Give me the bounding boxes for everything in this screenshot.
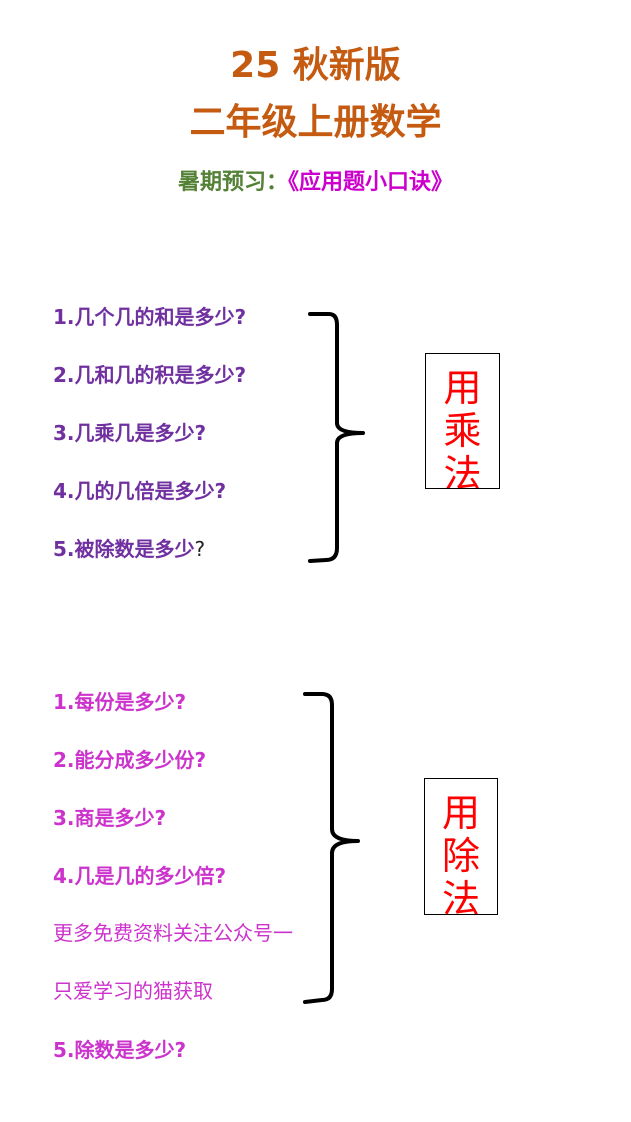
promo-line-1: 更多免费资料关注公众号一 — [53, 921, 293, 945]
multiplication-item-4: 4.几的几倍是多少? — [53, 479, 227, 503]
multiplication-item-1: 1.几个几的和是多少? — [53, 305, 247, 329]
multiplication-brace — [308, 312, 365, 563]
division-item-5: 5.除数是多少? — [53, 1038, 187, 1062]
multiplication-item-3: 3.几乘几是多少? — [53, 421, 207, 445]
division-method-box: 用 除 法 — [424, 778, 498, 915]
multiplication-method-char-3: 法 — [443, 452, 482, 489]
promo-line-2: 只爱学习的猫获取 — [53, 979, 213, 1003]
multiplication-item-5: 5.被除数是多少? — [53, 534, 205, 564]
page-title-line-1: 25 秋新版 — [230, 45, 401, 86]
division-brace — [303, 692, 360, 1004]
division-item-2: 2.能分成多少份? — [53, 748, 207, 772]
multiplication-method-box: 用 乘 法 — [425, 353, 500, 489]
division-item-1: 1.每份是多少? — [53, 690, 187, 714]
multiplication-item-2: 2.几和几的积是多少? — [53, 363, 247, 387]
division-item-3: 3.商是多少? — [53, 806, 167, 830]
division-method-char-3: 法 — [441, 877, 480, 915]
division-method-char-1: 用 — [441, 791, 480, 835]
multiplication-method-char-2: 乘 — [443, 409, 482, 453]
subtitle-lead: 暑期预习： — [177, 170, 288, 195]
page-title-line-2: 二年级上册数学 — [189, 102, 442, 143]
division-method-char-2: 除 — [441, 834, 480, 878]
division-item-4: 4.几是几的多少倍? — [53, 864, 227, 888]
multiplication-item-5-text: 5.被除数是多少 — [53, 537, 195, 561]
subtitle-book-title: 《应用题小口诀》 — [288, 170, 454, 195]
page-subtitle: 暑期预习：《应用题小口诀》 — [0, 166, 631, 200]
multiplication-method-char-1: 用 — [443, 366, 482, 410]
multiplication-item-5-question-mark: ? — [194, 537, 206, 561]
